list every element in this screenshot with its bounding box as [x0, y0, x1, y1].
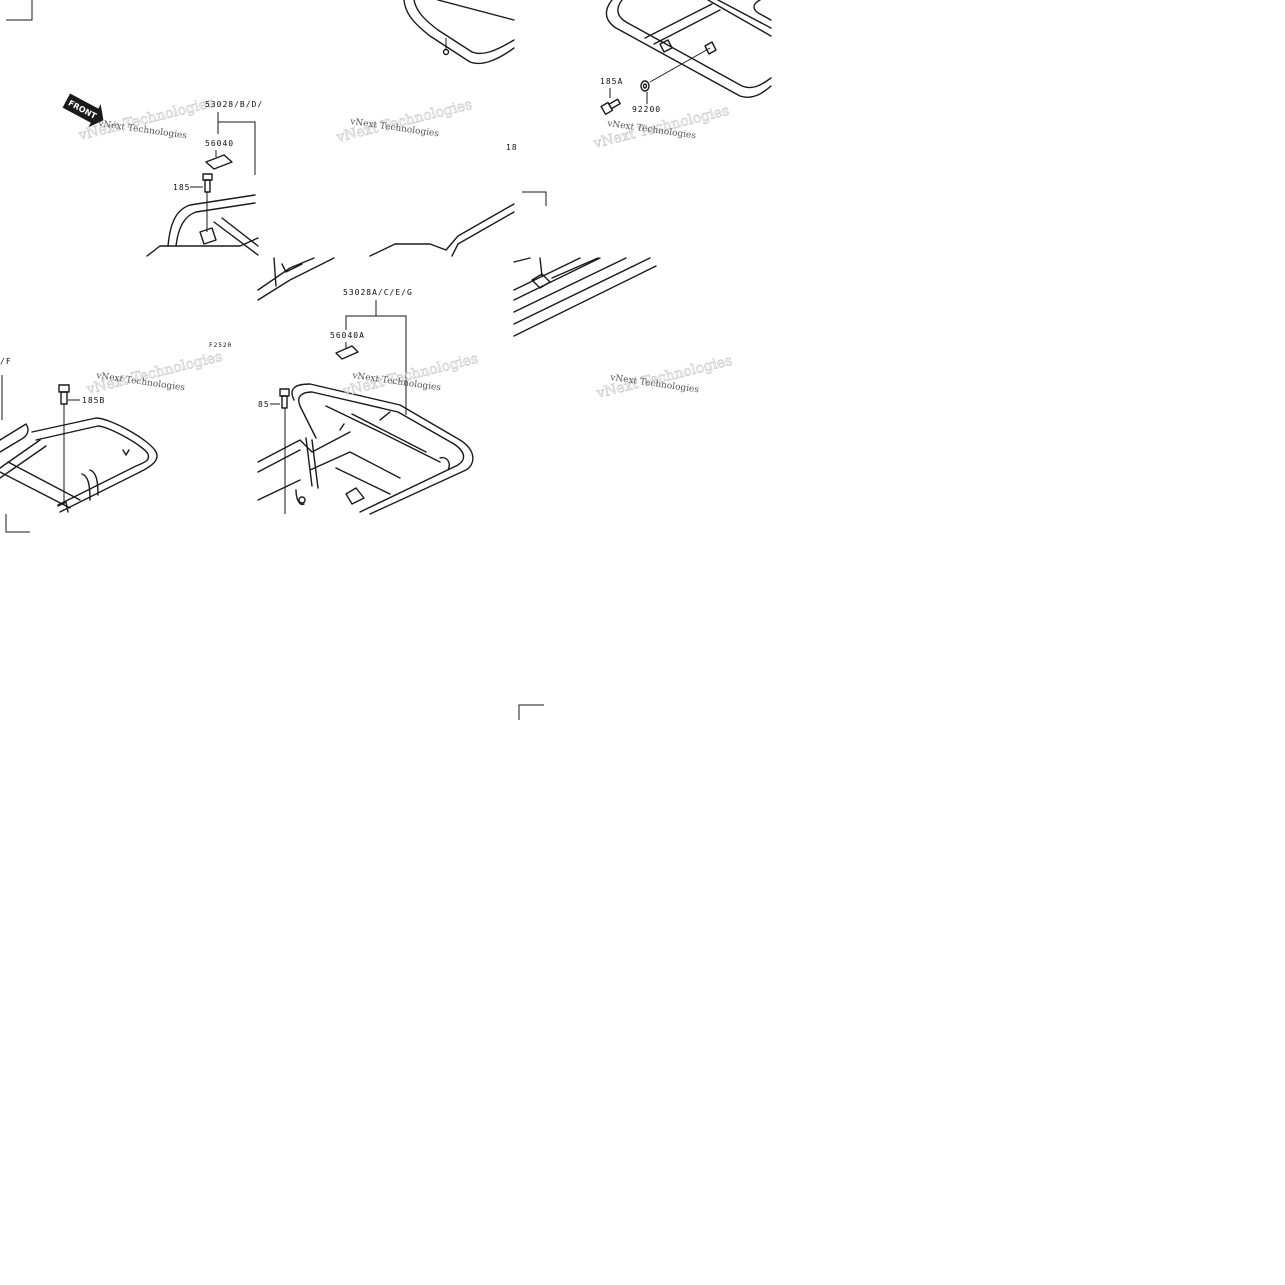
part-label-suffix-f: /F	[0, 357, 12, 366]
bolt-icon	[58, 384, 70, 405]
part-label-53028: 53028/B/D/	[205, 100, 263, 109]
carrier-rack-icon	[146, 194, 259, 257]
part-label-92200: 92200	[632, 105, 661, 114]
bolt-icon	[279, 388, 290, 409]
part-label-fig: F2520	[209, 342, 232, 349]
tile-center: 53028A/C/E/G 56040A 85	[257, 257, 480, 515]
part-label-56040: 56040	[205, 139, 234, 148]
decal-label-icon	[205, 154, 233, 170]
tile-middle-right: vNext Technologies vNext Technologies	[513, 191, 734, 402]
carrier-rack-icon	[513, 257, 657, 337]
part-label-185b: 185B	[82, 396, 105, 405]
part-label-185: 185	[173, 183, 190, 192]
carrier-rack-icon	[257, 383, 474, 515]
tile-top-right: 92200 185A vNext Technologies vNext Tech…	[591, 0, 772, 152]
tile-top-middle: vNext Technologies vNext Technologies 18	[334, 0, 518, 257]
bolt-icon	[202, 173, 213, 193]
part-label-85: 85	[258, 400, 270, 409]
leader-53028	[217, 112, 256, 175]
tile-top-left: FRONT vNext Technologies vNext Technolog…	[6, 0, 263, 257]
carrier-rack-icon	[369, 0, 515, 257]
carrier-rack-icon	[605, 0, 772, 98]
leader-53028a	[345, 300, 407, 415]
part-label-18: 18	[506, 143, 518, 152]
part-label-56040a: 56040A	[330, 331, 365, 340]
part-label-53028a: 53028A/C/E/G	[343, 288, 413, 297]
crop-mark-lower-middle	[518, 704, 544, 720]
crop-mark-top-left	[6, 0, 33, 21]
crop-mark-bottom-left	[5, 514, 30, 533]
crop-mark-middle-right	[522, 191, 547, 206]
part-label-185a: 185A	[600, 77, 623, 86]
tile-middle-left: /F 185B vNext Technologies vNext Technol…	[0, 342, 232, 533]
carrier-rack-icon	[0, 417, 158, 513]
carrier-rack-icon	[257, 257, 335, 301]
leader-92200-axis	[649, 47, 711, 83]
decal-label-icon	[335, 345, 359, 360]
washer-icon	[640, 80, 650, 92]
bolt-icon	[600, 98, 621, 116]
